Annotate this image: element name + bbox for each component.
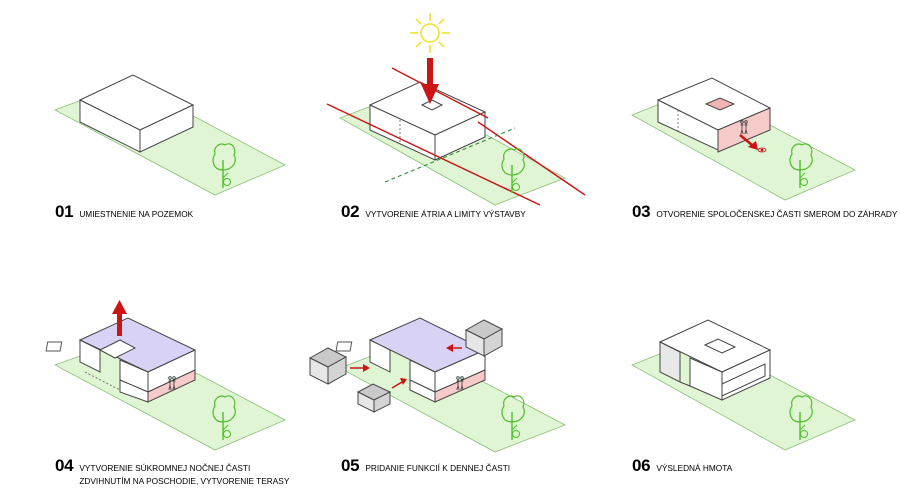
step-05-caption: 05 PRIDANIE FUNKCIÍ K DENNEJ ČASTI bbox=[341, 456, 510, 476]
step-number: 02 bbox=[341, 202, 360, 221]
building-limit-line bbox=[391, 67, 489, 119]
atrium-opening bbox=[420, 99, 444, 111]
step-04-caption: 04 VYTVORENIE SÚKROMNEJ NOČNEJ ČASTI ZDV… bbox=[55, 456, 295, 488]
step-caption: VÝSLEDNÁ HMOTA bbox=[656, 463, 733, 473]
step-number: 05 bbox=[341, 456, 360, 475]
step-number: 03 bbox=[632, 202, 651, 221]
building-volume bbox=[78, 74, 195, 153]
arrow-icon bbox=[112, 300, 127, 336]
step-caption: UMIESTNENIE NA POZEMOK bbox=[79, 209, 194, 219]
diagram-04 bbox=[45, 300, 286, 451]
atrium-opening bbox=[704, 97, 736, 111]
step-caption: VYTVORENIE ÁTRIA A LIMITY VÝSTAVBY bbox=[365, 209, 526, 219]
step-number: 06 bbox=[632, 456, 651, 475]
building-volume bbox=[658, 319, 772, 401]
arrow-icon bbox=[421, 58, 439, 104]
arrow-icon bbox=[739, 134, 758, 150]
building-limit-line-dashed bbox=[384, 127, 516, 183]
eye-icon bbox=[757, 147, 767, 153]
diagram-06 bbox=[631, 319, 856, 451]
step-number: 04 bbox=[55, 456, 74, 475]
sun-icon bbox=[410, 13, 450, 53]
step-06-caption: 06 VÝSLEDNÁ HMOTA bbox=[632, 456, 732, 476]
step-02-caption: 02 VYTVORENIE ÁTRIA A LIMITY VÝSTAVBY bbox=[341, 202, 526, 222]
arrow-icon bbox=[350, 344, 462, 389]
social-opening bbox=[717, 107, 771, 153]
diagram-01 bbox=[54, 74, 286, 196]
function-box bbox=[308, 347, 348, 385]
building-limit-line bbox=[326, 103, 541, 206]
step-03-caption: 03 OTVORENIE SPOLOČENSKEJ ČASTI SMEROM D… bbox=[632, 202, 897, 222]
diagram-05 bbox=[308, 317, 566, 453]
step-caption: VYTVORENIE SÚKROMNEJ NOČNEJ ČASTI ZDVIHN… bbox=[79, 463, 290, 486]
building-volume bbox=[335, 317, 487, 403]
step-caption: OTVORENIE SPOLOČENSKEJ ČASTI SMEROM DO Z… bbox=[656, 209, 898, 219]
function-box bbox=[464, 319, 504, 357]
step-number: 01 bbox=[55, 202, 74, 221]
building-volume bbox=[368, 81, 487, 161]
building-volume bbox=[45, 317, 197, 403]
step-01-caption: 01 UMIESTNENIE NA POZEMOK bbox=[55, 202, 193, 222]
diagram-02 bbox=[326, 13, 586, 206]
function-box bbox=[356, 383, 392, 413]
building-volume bbox=[656, 77, 772, 153]
building-limit-line bbox=[477, 121, 586, 196]
diagram-03 bbox=[631, 77, 856, 201]
step-caption: PRIDANIE FUNKCIÍ K DENNEJ ČASTI bbox=[365, 463, 511, 473]
